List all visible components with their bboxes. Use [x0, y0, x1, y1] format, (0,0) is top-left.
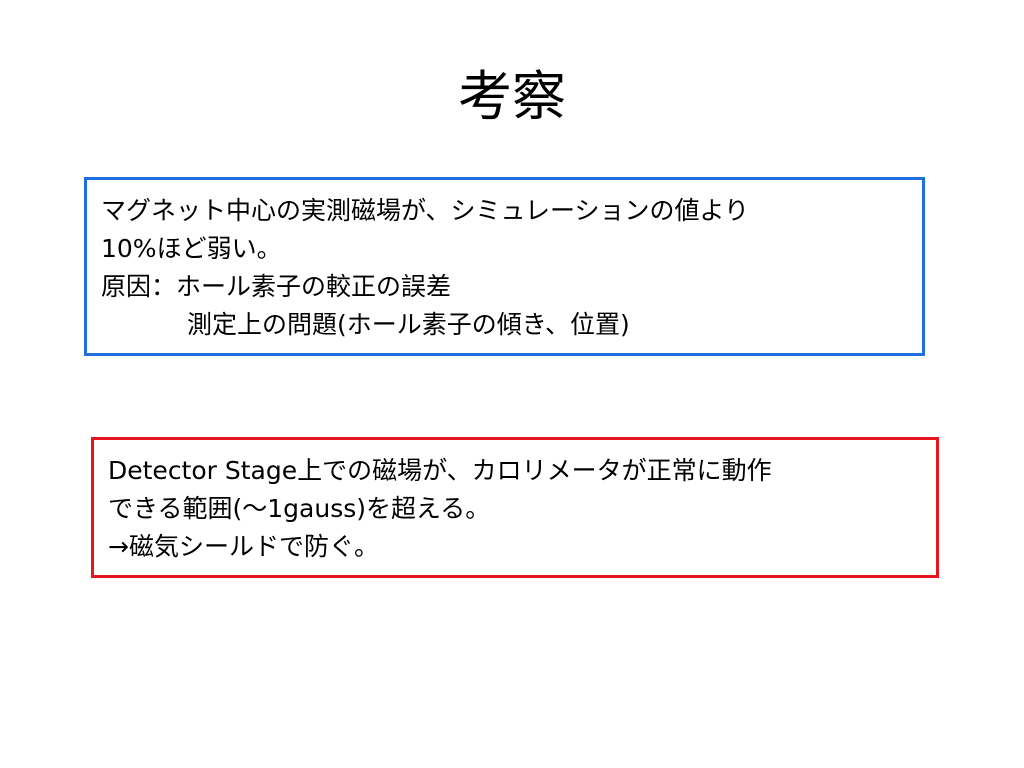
magnet-field-discussion-box: マグネット中心の実測磁場が、シミュレーションの値より 10%ほど弱い。 原因：ホ…	[84, 177, 925, 356]
slide-title: 考察	[458, 65, 566, 128]
discussion-line-4: 測定上の問題(ホール素子の傾き、位置)	[187, 310, 630, 339]
detector-stage-box: Detector Stage上での磁場が、カロリメータが正常に動作 できる範囲(…	[91, 437, 939, 578]
detector-line-3: →磁気シールドで防ぐ。	[108, 532, 379, 561]
discussion-line-3: 原因：ホール素子の較正の誤差	[101, 272, 452, 301]
discussion-line-1: マグネット中心の実測磁場が、シミュレーションの値より	[101, 196, 750, 225]
detector-line-2: できる範囲(〜1gauss)を超える。	[108, 494, 491, 523]
detector-line-1: Detector Stage上での磁場が、カロリメータが正常に動作	[108, 456, 772, 485]
discussion-line-2: 10%ほど弱い。	[101, 234, 282, 263]
